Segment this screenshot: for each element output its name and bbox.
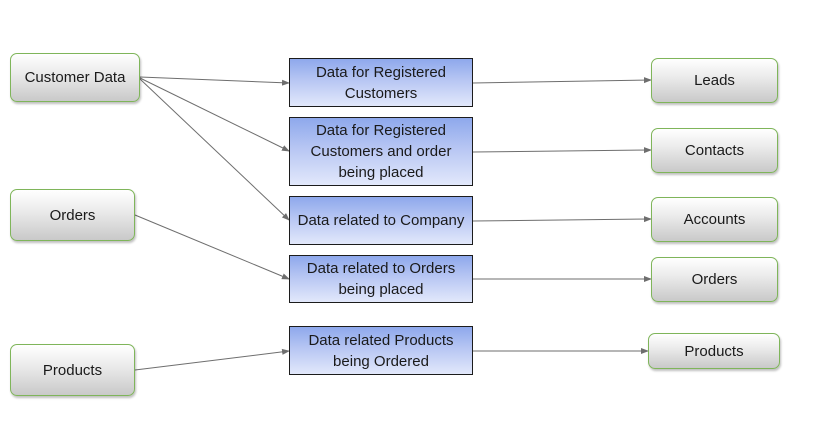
arrow-company-to-accounts: [472, 216, 652, 223]
mid-registered-customers-label: Data for Registered Customers: [315, 63, 447, 102]
target-leads: Leads: [651, 58, 778, 103]
source-customer-data: Customer Data: [10, 53, 140, 102]
arrow-customer-data-to-registered-customers-orders: [139, 77, 290, 152]
arrow-customer-data-to-registered-customers: [139, 76, 290, 86]
mid-company: Data related to Company: [289, 196, 473, 245]
target-accounts-label: Accounts: [683, 211, 746, 228]
mid-registered-customers: Data for Registered Customers: [289, 58, 473, 107]
mid-registered-customers-orders-label: Data for Registered Customers and order …: [310, 122, 452, 181]
arrow-registered-customers-orders-to-contacts: [472, 147, 652, 154]
target-products: Products: [648, 333, 780, 369]
arrow-orders-to-orders-placed: [134, 214, 290, 280]
source-products: Products: [10, 344, 135, 396]
mid-company-label: Data related to Company: [297, 212, 465, 229]
mid-products-ordered-label: Data related Products being Ordered: [308, 331, 454, 370]
mid-registered-customers-orders: Data for Registered Customers and order …: [289, 117, 473, 186]
target-contacts-label: Contacts: [684, 142, 745, 159]
target-orders: Orders: [651, 257, 778, 302]
source-orders: Orders: [10, 189, 135, 241]
mid-orders-placed: Data related to Orders being placed: [289, 255, 473, 303]
mid-orders-placed-label: Data related to Orders being placed: [306, 260, 456, 298]
arrow-products-to-products-ordered: [134, 348, 290, 371]
source-products-label: Products: [42, 361, 103, 379]
source-orders-label: Orders: [49, 206, 96, 224]
source-customer-data-label: Customer Data: [24, 69, 126, 86]
target-products-label: Products: [684, 342, 744, 360]
target-leads-label: Leads: [694, 72, 735, 89]
target-orders-label: Orders: [691, 271, 738, 288]
arrow-customer-data-to-company: [139, 78, 290, 221]
target-accounts: Accounts: [651, 197, 778, 242]
mid-products-ordered: Data related Products being Ordered: [289, 326, 473, 375]
target-contacts: Contacts: [651, 128, 778, 173]
arrow-registered-customers-to-leads: [472, 77, 652, 84]
